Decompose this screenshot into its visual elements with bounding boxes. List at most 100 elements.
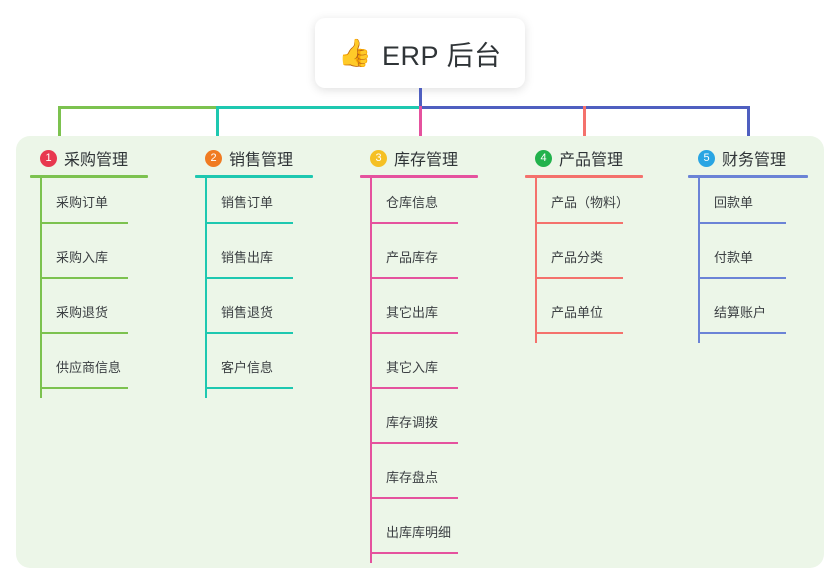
child-label: 采购退货: [56, 305, 109, 320]
child-label: 销售退货: [221, 305, 274, 320]
child-label: 客户信息: [221, 360, 274, 375]
column-spine-3: [370, 178, 372, 563]
child-rule: [40, 387, 128, 389]
list-item[interactable]: 仓库信息: [360, 178, 478, 233]
drop-sales: [216, 106, 219, 136]
child-rule: [370, 497, 458, 499]
child-rule: [370, 277, 458, 279]
list-item[interactable]: 产品分类: [525, 233, 643, 288]
drop-finance: [747, 106, 750, 136]
column-5: 5 财务管理 回款单 付款单 结算账户: [688, 146, 808, 343]
column-rule-1: [30, 175, 148, 178]
column-spine-4: [535, 178, 537, 343]
list-item[interactable]: 其它出库: [360, 288, 478, 343]
child-rule: [370, 222, 458, 224]
list-item[interactable]: 采购订单: [30, 178, 148, 233]
child-rule: [698, 222, 786, 224]
list-item[interactable]: 库存盘点: [360, 453, 478, 508]
list-item[interactable]: 销售出库: [195, 233, 313, 288]
list-item[interactable]: 回款单: [688, 178, 808, 233]
column-header-4[interactable]: 4 产品管理: [525, 146, 643, 170]
child-rule: [205, 222, 293, 224]
child-label: 销售出库: [221, 250, 274, 265]
child-rule: [40, 332, 128, 334]
column-rule-4: [525, 175, 643, 178]
column-4: 4 产品管理 产品（物料） 产品分类 产品单位: [525, 146, 643, 343]
child-label: 仓库信息: [386, 195, 439, 210]
columns-panel: [16, 136, 824, 568]
child-label: 出库库明细: [386, 525, 452, 540]
list-item[interactable]: 采购入库: [30, 233, 148, 288]
list-item[interactable]: 供应商信息: [30, 343, 148, 398]
thumbs-up-icon: 👍: [338, 37, 373, 68]
list-item[interactable]: 产品库存: [360, 233, 478, 288]
list-item[interactable]: 客户信息: [195, 343, 313, 398]
column-badge-5: 5: [698, 149, 715, 167]
child-label: 采购入库: [56, 250, 109, 265]
child-rule: [40, 222, 128, 224]
column-title-4: 产品管理: [559, 152, 624, 169]
child-label: 付款单: [714, 250, 754, 265]
child-label: 供应商信息: [56, 360, 122, 375]
child-label: 产品单位: [551, 305, 604, 320]
child-label: 库存调拨: [386, 415, 439, 430]
column-2: 2 销售管理 销售订单 销售出库 销售退货 客户信息: [195, 146, 313, 398]
list-item[interactable]: 销售订单: [195, 178, 313, 233]
child-rule: [370, 552, 458, 554]
column-spine-1: [40, 178, 42, 398]
column-title-3: 库存管理: [394, 152, 459, 169]
list-item[interactable]: 结算账户: [688, 288, 808, 343]
bus-segment-teal: [216, 106, 419, 109]
column-badge-1: 1: [40, 149, 57, 167]
child-rule: [535, 332, 623, 334]
child-label: 产品库存: [386, 250, 439, 265]
child-rule: [698, 277, 786, 279]
child-label: 产品（物料）: [551, 195, 630, 210]
list-item[interactable]: 付款单: [688, 233, 808, 288]
child-label: 回款单: [714, 195, 754, 210]
column-badge-4: 4: [535, 149, 552, 167]
list-item[interactable]: 出库库明细: [360, 508, 478, 563]
child-label: 库存盘点: [386, 470, 439, 485]
drop-purchasing: [58, 106, 61, 136]
column-children-1: 采购订单 采购入库 采购退货 供应商信息: [30, 178, 148, 398]
child-rule: [370, 332, 458, 334]
column-rule-3: [360, 175, 478, 178]
list-item[interactable]: 产品（物料）: [525, 178, 643, 233]
child-rule: [535, 222, 623, 224]
list-item[interactable]: 其它入库: [360, 343, 478, 398]
list-item[interactable]: 库存调拨: [360, 398, 478, 453]
column-badge-2: 2: [205, 149, 222, 167]
column-header-3[interactable]: 3 库存管理: [360, 146, 478, 170]
column-badge-3: 3: [370, 149, 387, 167]
column-1: 1 采购管理 采购订单 采购入库 采购退货 供应商信息: [30, 146, 148, 398]
list-item[interactable]: 销售退货: [195, 288, 313, 343]
child-rule: [205, 332, 293, 334]
column-header-2[interactable]: 2 销售管理: [195, 146, 313, 170]
column-rule-5: [688, 175, 808, 178]
column-header-5[interactable]: 5 财务管理: [688, 146, 808, 170]
column-children-2: 销售订单 销售出库 销售退货 客户信息: [195, 178, 313, 398]
column-children-5: 回款单 付款单 结算账户: [688, 178, 808, 343]
child-rule: [40, 277, 128, 279]
child-label: 其它入库: [386, 360, 439, 375]
child-rule: [370, 387, 458, 389]
column-spine-2: [205, 178, 207, 398]
child-rule: [370, 442, 458, 444]
trunk-line: [419, 88, 422, 106]
column-spine-5: [698, 178, 700, 343]
child-rule: [535, 277, 623, 279]
child-label: 其它出库: [386, 305, 439, 320]
child-label: 采购订单: [56, 195, 109, 210]
column-children-3: 仓库信息 产品库存 其它出库 其它入库 库存调拨 库存盘点 出库库明细: [360, 178, 478, 563]
column-title-1: 采购管理: [64, 152, 129, 169]
column-header-1[interactable]: 1 采购管理: [30, 146, 148, 170]
list-item[interactable]: 采购退货: [30, 288, 148, 343]
drop-inventory: [419, 106, 422, 136]
column-title-2: 销售管理: [229, 152, 294, 169]
child-label: 结算账户: [714, 305, 767, 320]
list-item[interactable]: 产品单位: [525, 288, 643, 343]
root-node[interactable]: 👍 ERP 后台: [315, 18, 525, 88]
drop-product: [583, 106, 586, 136]
